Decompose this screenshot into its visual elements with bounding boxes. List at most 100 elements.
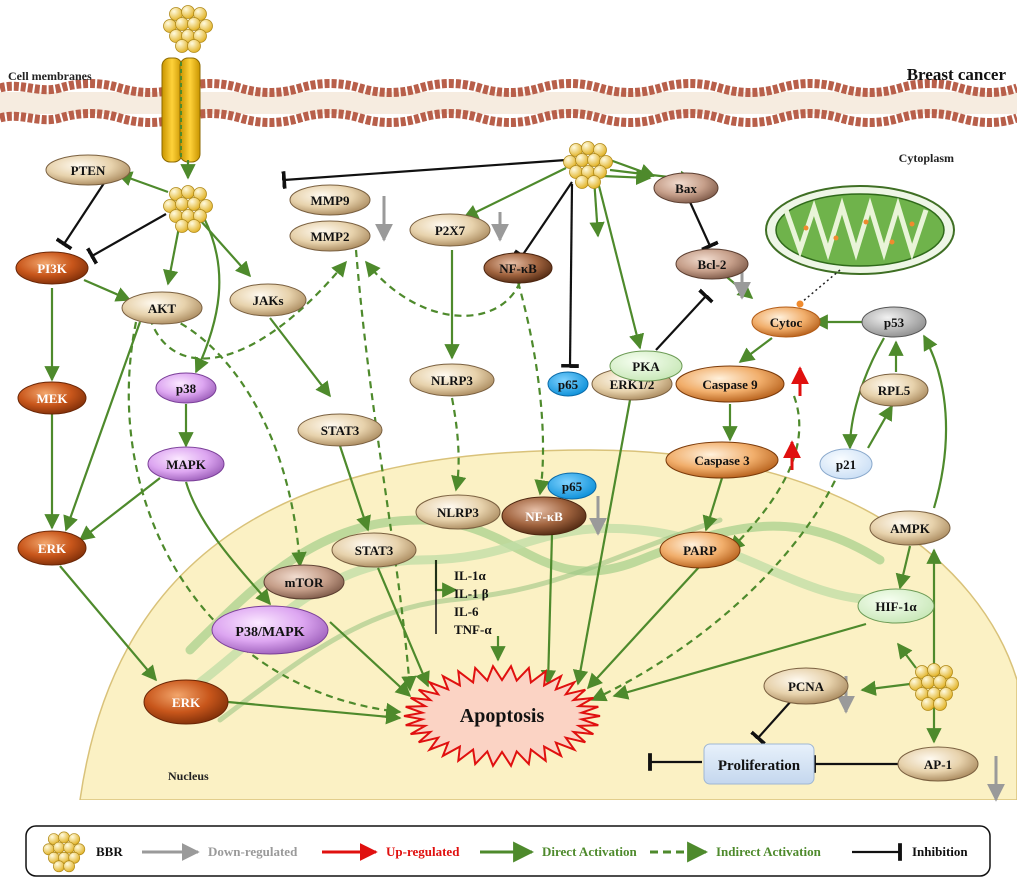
bbr-ball xyxy=(575,153,589,167)
node-ap1: AP-1 xyxy=(897,746,979,782)
node-label: PARP xyxy=(683,543,717,558)
nucleus-label: Nucleus xyxy=(168,769,209,783)
bbr-ball xyxy=(68,833,81,845)
bbr-ball xyxy=(933,675,947,689)
node-bax: Bax xyxy=(653,172,719,204)
node-rpl5: RPL5 xyxy=(859,373,929,407)
bbr-ball xyxy=(187,197,201,211)
node-label: JAKs xyxy=(252,293,283,308)
bbr-cluster-center xyxy=(563,141,613,189)
legend-bbr: BBR xyxy=(96,844,123,859)
node-mapk: MAPK xyxy=(147,446,225,482)
bbr-ball xyxy=(193,209,207,223)
node-hif1a: HIF-1α xyxy=(857,588,935,624)
bbr-ball xyxy=(187,219,201,233)
node-mek: MEK xyxy=(17,381,87,415)
legend-up: Up-regulated xyxy=(386,844,460,859)
bbr-ball xyxy=(199,199,213,213)
node-nlrp3-nucleus: NLRP3 xyxy=(415,494,501,530)
legend-down: Down-regulated xyxy=(208,844,298,859)
bbr-ball xyxy=(945,677,959,691)
mitochondrion xyxy=(765,185,955,275)
node-pi3k: PI3K xyxy=(15,251,89,285)
bbr-ball xyxy=(181,5,195,19)
node-label: MAPK xyxy=(166,457,207,472)
node-label: AP-1 xyxy=(924,757,952,772)
node-erk-nucleus: ERK xyxy=(143,679,229,725)
node-label: Caspase 9 xyxy=(702,377,758,392)
node-pka: PKA xyxy=(609,350,683,382)
bbr-ball xyxy=(53,860,65,873)
node-label: AKT xyxy=(148,301,177,316)
node-p2x7: P2X7 xyxy=(409,213,491,247)
bbr-ball xyxy=(53,841,65,854)
cytokine-label: IL-1 β xyxy=(454,586,489,601)
node-mtor: mTOR xyxy=(263,564,345,600)
node-proliferation: Proliferation xyxy=(703,743,815,785)
bbr-ball xyxy=(68,851,81,864)
legend: BBR Down-regulated Up-regulated Direct A… xyxy=(25,825,991,877)
node-label: P2X7 xyxy=(435,223,466,238)
node-parp: PARP xyxy=(659,531,741,569)
node-label: HIF-1α xyxy=(875,599,917,614)
node-label: NF-κB xyxy=(499,261,537,276)
membrane-channel xyxy=(161,57,201,163)
apoptosis-burst xyxy=(403,664,601,768)
node-pcna: PCNA xyxy=(763,667,849,705)
node-p38: p38 xyxy=(155,372,217,404)
arrows xyxy=(44,158,1005,802)
node-pten: PTEN xyxy=(45,154,131,186)
node-mmp9: MMP9 xyxy=(289,184,371,216)
node-label: Cytoc xyxy=(770,315,803,330)
node-p53: p53 xyxy=(861,306,927,338)
bbr-ball xyxy=(181,185,195,199)
bbr-ball xyxy=(921,697,935,711)
cytoplasm-label: Cytoplasm xyxy=(899,151,954,165)
node-label: p38 xyxy=(176,381,197,396)
bbr-ball xyxy=(593,165,607,179)
legend-inhibition: Inhibition xyxy=(912,844,968,859)
node-caspase9: Caspase 9 xyxy=(675,365,785,403)
cytokine-label: IL-1α xyxy=(454,568,487,583)
node-label: Caspase 3 xyxy=(694,453,750,468)
node-label: p65 xyxy=(562,479,583,494)
node-p38mapk: P38/MAPK xyxy=(211,605,329,655)
node-label: NLRP3 xyxy=(437,505,479,520)
bbr-ball xyxy=(187,17,201,31)
node-ampk: AMPK xyxy=(869,510,951,546)
bbr-cluster-top xyxy=(163,5,213,53)
bbr-ball xyxy=(187,39,201,53)
legend-indirect: Indirect Activation xyxy=(716,844,822,859)
legend-direct: Direct Activation xyxy=(542,844,637,859)
membrane-label: Cell membranes xyxy=(8,69,92,83)
node-nfkb-cytoplasm: NF-κB xyxy=(483,252,553,284)
bbr-ball xyxy=(921,675,935,689)
bbr-ball xyxy=(581,141,595,155)
node-label: mTOR xyxy=(285,575,324,590)
apoptosis-label: Apoptosis xyxy=(460,705,545,727)
node-label: p53 xyxy=(884,315,905,330)
node-label: MEK xyxy=(36,391,68,406)
bbr-ball xyxy=(193,187,207,201)
node-label: RPL5 xyxy=(878,383,911,398)
bbr-ball xyxy=(63,841,75,854)
node-p21: p21 xyxy=(819,448,873,480)
bbr-ball xyxy=(175,39,189,53)
node-label: STAT3 xyxy=(355,543,394,558)
bbr-ball xyxy=(593,143,607,157)
node-label: PCNA xyxy=(788,679,825,694)
node-label: PKA xyxy=(632,359,660,374)
bbr-ball xyxy=(927,663,941,677)
bbr-cluster-akt xyxy=(163,185,213,233)
node-erk-cytoplasm: ERK xyxy=(17,530,87,566)
bbr-ball xyxy=(175,17,189,31)
node-cytoc: Cytoc xyxy=(751,306,821,338)
node-nfkb-nucleus: NF-κB xyxy=(501,496,587,536)
bbr-ball xyxy=(939,665,953,679)
bbr-ball xyxy=(599,155,613,169)
figure-title: Breast cancer xyxy=(907,65,1007,84)
bbr-ball xyxy=(933,697,947,711)
node-label: P38/MAPK xyxy=(235,625,304,640)
node-label: Proliferation xyxy=(718,758,801,774)
